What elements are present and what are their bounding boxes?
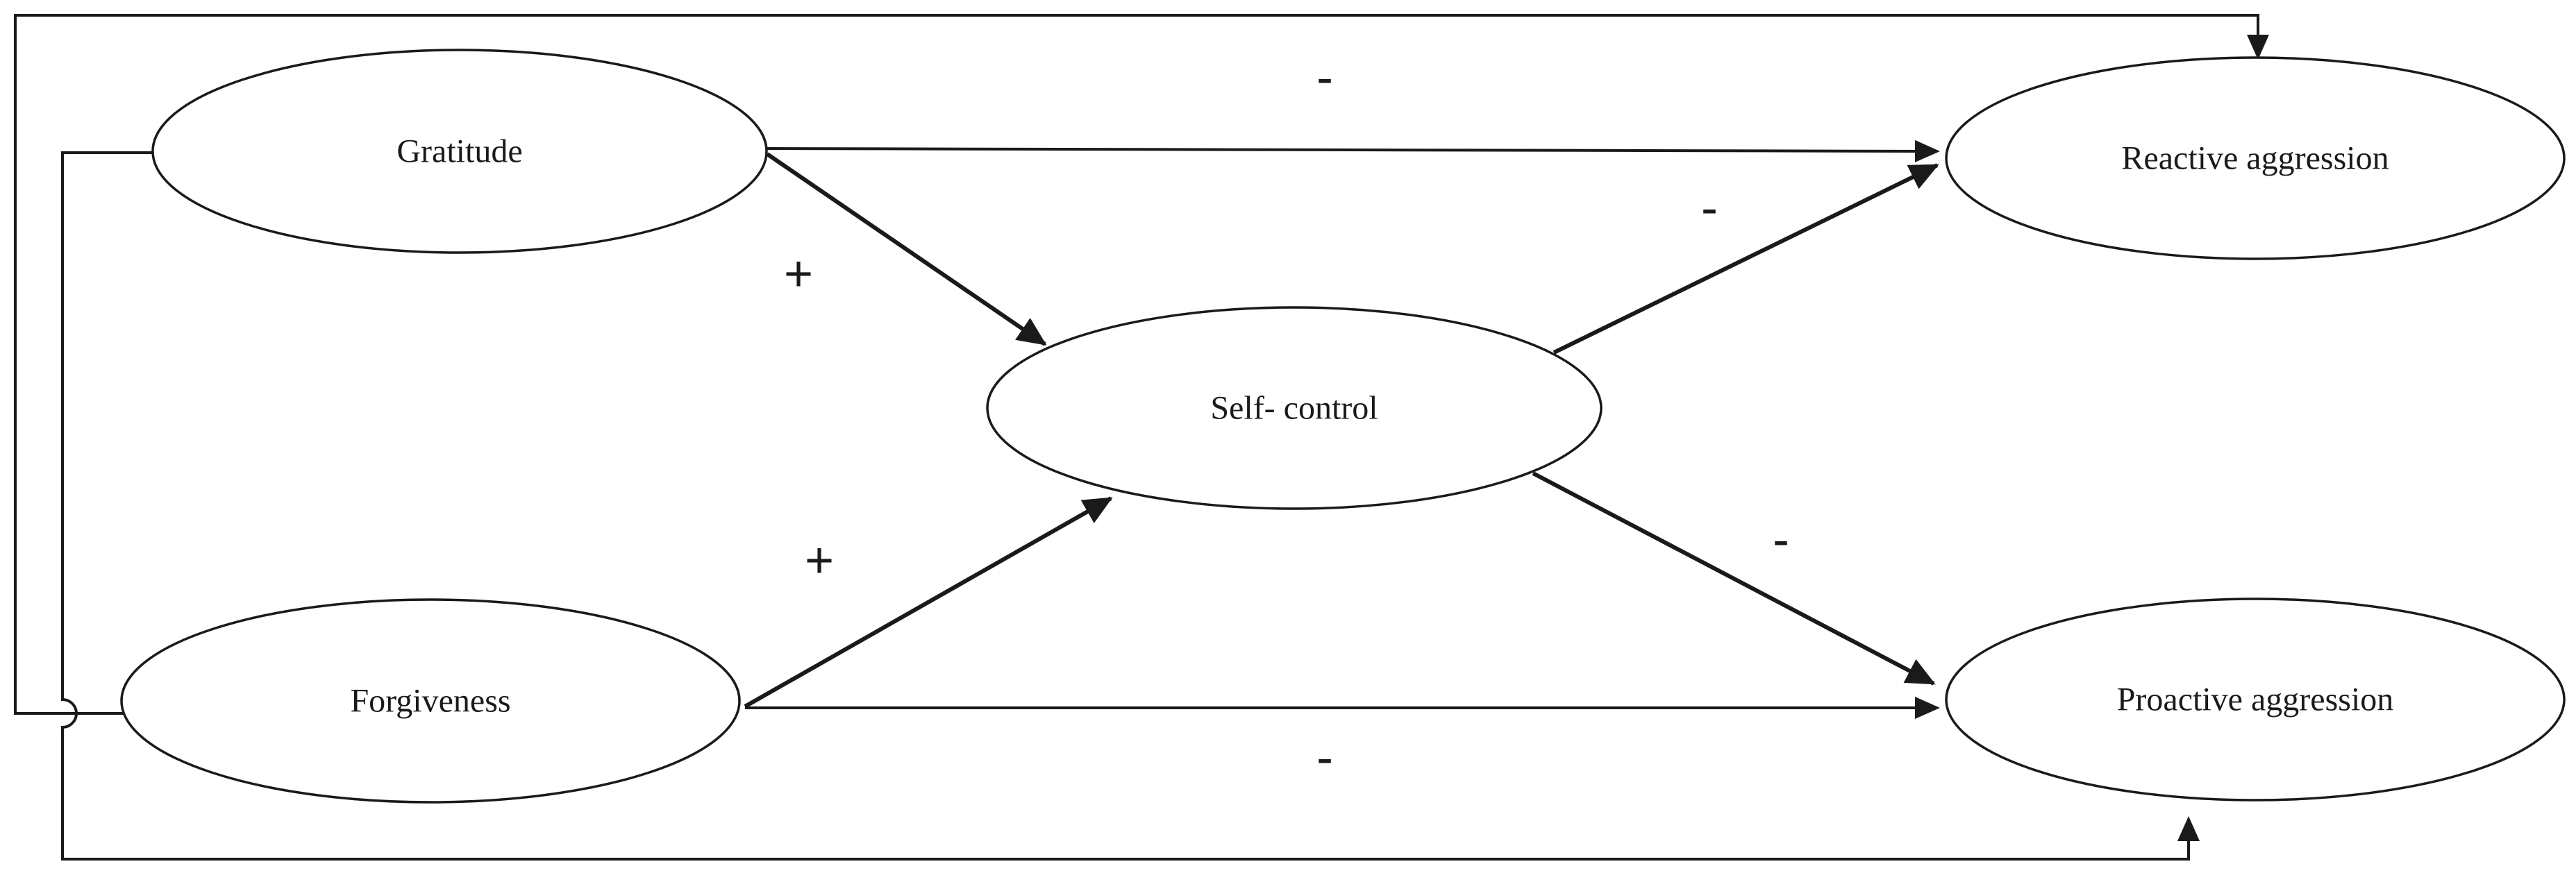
node-gratitude-label: Gratitude xyxy=(396,133,522,170)
sign-self-control-to-reactive: - xyxy=(1701,180,1718,236)
edge-forgiveness-to-reactive xyxy=(14,14,2269,715)
edge-forgiveness-to-self-control xyxy=(744,496,1113,709)
edge-gratitude-to-self-control xyxy=(766,152,1047,346)
node-forgiveness: Forgiveness xyxy=(120,598,741,804)
sign-gratitude-to-reactive: - xyxy=(1316,50,1333,105)
edge-gratitude-to-reactive xyxy=(767,139,1940,162)
sign-gratitude-to-self-control: + xyxy=(784,246,813,302)
node-proactive-aggression-label: Proactive aggression xyxy=(2117,681,2394,718)
sign-forgiveness-to-proactive: - xyxy=(1316,730,1333,786)
node-reactive-aggression: Reactive aggression xyxy=(1945,56,2566,260)
edge-gratitude-to-proactive xyxy=(61,151,2200,861)
edge-self-control-to-proactive xyxy=(1532,471,1936,686)
node-self-control-label: Self- control xyxy=(1210,390,1378,427)
edge-self-control-to-reactive xyxy=(1553,163,1939,355)
node-reactive-aggression-label: Reactive aggression xyxy=(2121,140,2389,177)
sign-forgiveness-to-self-control: + xyxy=(805,533,834,588)
node-self-control: Self- control xyxy=(986,306,1603,510)
node-proactive-aggression: Proactive aggression xyxy=(1945,597,2566,802)
node-forgiveness-label: Forgiveness xyxy=(350,683,510,720)
sign-self-control-to-proactive: - xyxy=(1773,512,1789,568)
node-gratitude: Gratitude xyxy=(151,49,768,254)
